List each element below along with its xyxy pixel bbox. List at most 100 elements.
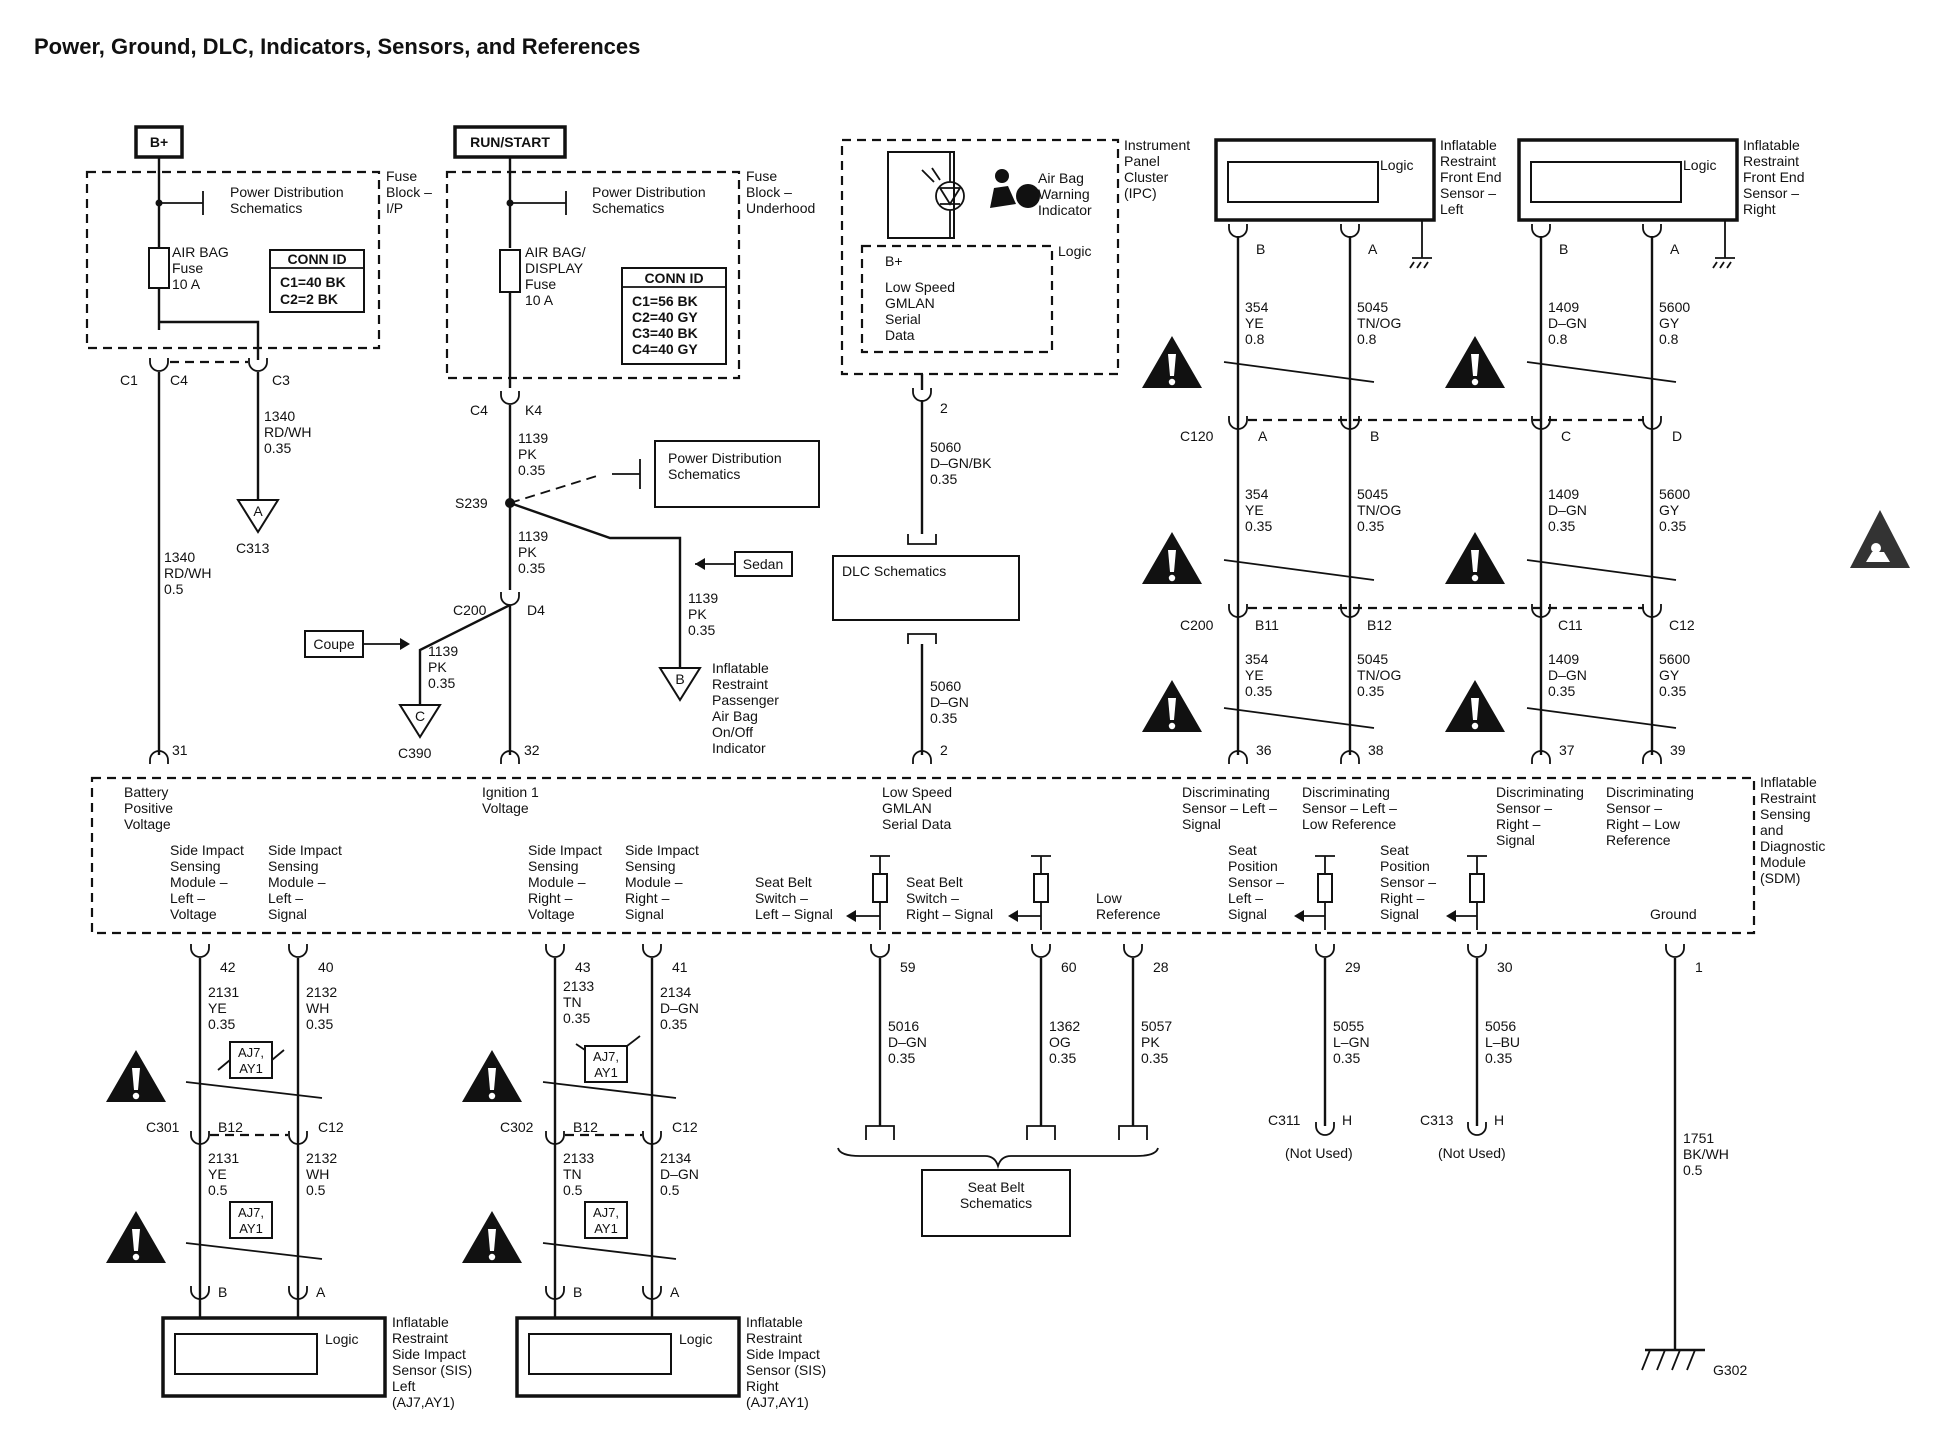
svg-text:D–GN/BK: D–GN/BK: [930, 455, 992, 471]
svg-text:Side Impact: Side Impact: [746, 1346, 820, 1362]
svg-text:RD/WH: RD/WH: [164, 565, 211, 581]
svg-text:0.35: 0.35: [1141, 1050, 1168, 1066]
svg-text:5600: 5600: [1659, 486, 1690, 502]
svg-text:39: 39: [1670, 742, 1686, 758]
svg-text:Coupe: Coupe: [313, 636, 354, 652]
c120-pins: A B C D: [1258, 428, 1682, 444]
sis-right-pin-a: A: [670, 1284, 680, 1300]
svg-text:Fuse: Fuse: [525, 276, 556, 292]
svg-text:38: 38: [1368, 742, 1384, 758]
c4-label: C4: [170, 372, 188, 388]
sdm-gmlan-label: Low Speed GMLAN Serial Data: [882, 784, 952, 832]
svg-text:Module –: Module –: [625, 874, 683, 890]
svg-text:Schematics: Schematics: [960, 1195, 1032, 1211]
sdm-belt-left-label: Seat Belt Switch – Left – Signal: [755, 874, 833, 922]
svg-text:WH: WH: [306, 1000, 329, 1016]
svg-text:1: 1: [1695, 959, 1703, 975]
svg-text:C11: C11: [1558, 617, 1583, 633]
svg-text:354: 354: [1245, 486, 1269, 502]
svg-text:Sensing: Sensing: [625, 858, 676, 874]
svg-text:Side Impact: Side Impact: [625, 842, 699, 858]
svg-text:Block –: Block –: [386, 184, 432, 200]
svg-text:0.35: 0.35: [660, 1016, 687, 1032]
svg-text:Diagnostic: Diagnostic: [1760, 838, 1825, 854]
svg-text:Power Distribution: Power Distribution: [230, 184, 344, 200]
svg-text:D–GN: D–GN: [1548, 667, 1587, 683]
svg-text:354: 354: [1245, 299, 1269, 315]
svg-text:Fuse: Fuse: [746, 168, 777, 184]
svg-text:Data: Data: [885, 327, 915, 343]
svg-text:Left: Left: [1440, 201, 1463, 217]
svg-text:Block –: Block –: [746, 184, 792, 200]
c4-underhood-label: C4: [470, 402, 488, 418]
wire-5056: 5056 L–BU 0.35: [1485, 1018, 1520, 1066]
svg-text:Low Reference: Low Reference: [1302, 816, 1396, 832]
svg-text:Serial Data: Serial Data: [882, 816, 951, 832]
svg-text:Voltage: Voltage: [482, 800, 529, 816]
svg-text:0.35: 0.35: [1548, 683, 1575, 699]
svg-text:AY1: AY1: [239, 1221, 263, 1236]
svg-text:PK: PK: [428, 659, 447, 675]
svg-text:Right: Right: [1743, 201, 1776, 217]
svg-text:Indicator: Indicator: [712, 740, 766, 756]
svg-text:0.5: 0.5: [208, 1182, 228, 1198]
svg-text:D–GN: D–GN: [930, 694, 969, 710]
svg-text:B: B: [675, 671, 684, 687]
svg-text:C2=2 BK: C2=2 BK: [280, 291, 338, 307]
airbag-person-icon: [990, 169, 1040, 208]
fuse-block-ip: [85, 170, 381, 350]
sis-left-logic: Logic: [325, 1331, 358, 1347]
svg-text:59: 59: [900, 959, 916, 975]
svg-text:0.5: 0.5: [1683, 1162, 1703, 1178]
svg-text:AY1: AY1: [594, 1221, 618, 1236]
pin-2-sdm: 2: [940, 742, 948, 758]
svg-text:C12: C12: [1669, 617, 1695, 633]
svg-text:Battery: Battery: [124, 784, 168, 800]
sis-right-label: Inflatable Restraint Side Impact Sensor …: [746, 1314, 826, 1410]
c301-label: C301: [146, 1119, 180, 1135]
wire-2134-a: 2134 D–GN 0.35: [660, 984, 699, 1032]
svg-text:0.35: 0.35: [888, 1050, 915, 1066]
svg-text:Seat Belt: Seat Belt: [968, 1179, 1025, 1195]
ipc-logic: [860, 244, 1054, 354]
svg-text:D–GN: D–GN: [888, 1034, 927, 1050]
wire-2131-a: 2131 YE 0.35: [208, 984, 239, 1032]
sdm-disc-right-signal: Discriminating Sensor – Right – Signal: [1496, 784, 1584, 848]
svg-text:Right –: Right –: [1380, 890, 1425, 906]
svg-text:Sensor (SIS): Sensor (SIS): [746, 1362, 826, 1378]
svg-text:2131: 2131: [208, 984, 239, 1000]
svg-text:B12: B12: [1367, 617, 1392, 633]
svg-text:Seat Belt: Seat Belt: [906, 874, 963, 890]
svg-text:Voltage: Voltage: [170, 906, 217, 922]
svg-text:Panel: Panel: [1124, 153, 1160, 169]
pds-ref-ip: Power Distribution Schematics: [230, 184, 344, 216]
fuse-block-ip-label: Fuse Block – I/P: [386, 168, 432, 216]
svg-text:Left – Signal: Left – Signal: [755, 906, 833, 922]
c313-not-used: (Not Used): [1438, 1145, 1506, 1161]
front-wire-labels-top: 354 YE 0.8 5045 TN/OG 0.8 1409 D–GN 0.8 …: [1245, 299, 1690, 347]
svg-text:Inflatable: Inflatable: [1440, 137, 1497, 153]
sdm-battery-label: Battery Positive Voltage: [124, 784, 173, 832]
airbag-warning-icon: [1850, 510, 1910, 568]
airbag-fuse: [148, 247, 170, 289]
airbag-display-fuse: [499, 249, 521, 293]
svg-text:354: 354: [1245, 651, 1269, 667]
pds-ref-box: [654, 440, 820, 508]
airbag-indicator-label: Air Bag Warning Indicator: [1038, 170, 1092, 218]
c313-label: C313: [236, 540, 270, 556]
svg-text:Left –: Left –: [170, 890, 205, 906]
sis-right-pin-b: B: [573, 1284, 582, 1300]
svg-text:Schematics: Schematics: [592, 200, 664, 216]
svg-text:WH: WH: [306, 1166, 329, 1182]
svg-text:Switch –: Switch –: [755, 890, 808, 906]
warning-icon: [1445, 680, 1505, 732]
svg-text:Sensor –: Sensor –: [1496, 800, 1552, 816]
svg-text:YE: YE: [1245, 502, 1264, 518]
wire-2133-b: 2133 TN 0.5: [563, 1150, 594, 1198]
front-right-logic: Logic: [1683, 157, 1716, 173]
svg-text:10 A: 10 A: [172, 276, 201, 292]
svg-text:D–GN: D–GN: [1548, 315, 1587, 331]
svg-text:40: 40: [318, 959, 334, 975]
wire-2131-b: 2131 YE 0.5: [208, 1150, 239, 1198]
wire-1751: 1751 BK/WH 0.5: [1683, 1130, 1729, 1178]
